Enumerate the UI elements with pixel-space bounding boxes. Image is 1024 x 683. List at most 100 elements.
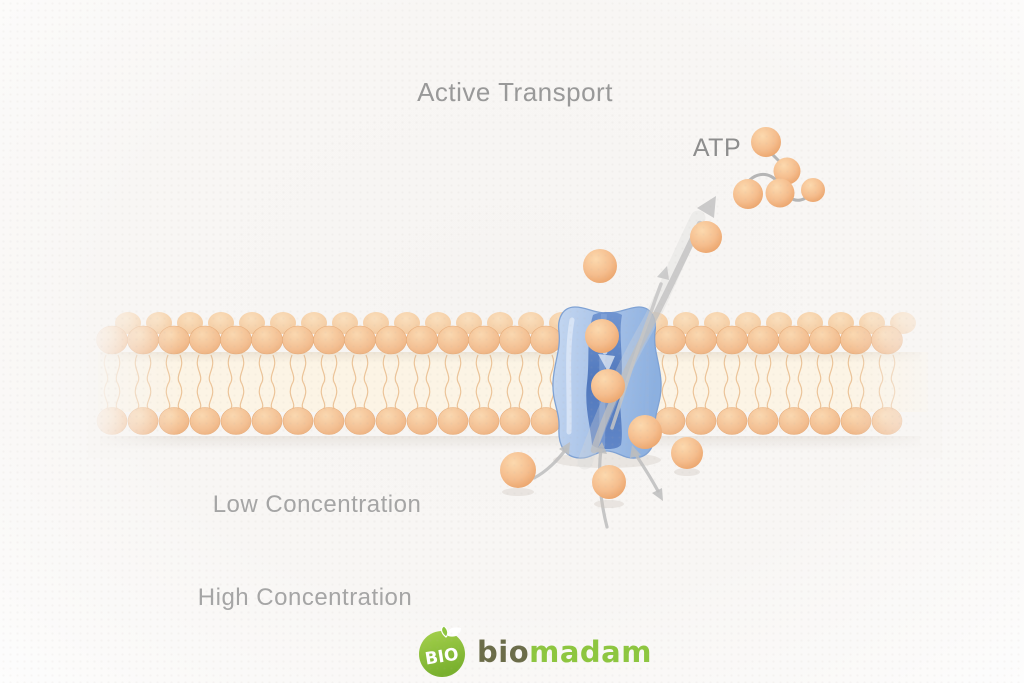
bio-badge-icon: BIO	[419, 626, 465, 677]
lipid-head	[809, 407, 841, 435]
leaf-icon	[440, 626, 449, 638]
brand-logo: BIO biomadam	[418, 626, 652, 678]
molecules	[500, 221, 722, 508]
lipid-tail	[692, 354, 710, 411]
lipid-tail	[785, 354, 803, 411]
molecule	[500, 452, 536, 488]
phospholipid-bilayer	[88, 298, 942, 458]
lipid-tail	[351, 354, 369, 411]
membrane-left-fade	[88, 298, 178, 458]
lipid-head	[313, 325, 345, 355]
atp-molecule-cluster	[733, 127, 825, 209]
lipid-head	[437, 407, 469, 435]
atp-direction-arrowhead	[697, 196, 716, 218]
membrane-bottom-shadow	[100, 436, 920, 451]
entry-arrow-center-head	[595, 442, 607, 454]
lipid-head	[499, 325, 531, 355]
lipid-tail	[258, 354, 276, 411]
lipid-head	[778, 325, 810, 355]
lipid-head	[220, 407, 252, 435]
entry-arrow-right-up-head	[630, 445, 641, 458]
lipid-tail	[320, 354, 338, 411]
lipid-tail	[289, 354, 307, 411]
lipid-head	[282, 407, 314, 435]
lipid-tail	[382, 354, 400, 411]
lipid-head	[220, 325, 252, 355]
channel-flow-arrowhead	[598, 354, 615, 372]
lipid-head	[747, 325, 779, 355]
atp-sphere	[765, 178, 795, 208]
low-concentration-label: Low Concentration	[212, 491, 422, 518]
molecule	[585, 319, 619, 353]
lipid-head	[468, 407, 500, 435]
lipid-head	[778, 407, 810, 435]
membrane-right-fade	[852, 298, 942, 458]
atp-sphere	[801, 178, 825, 202]
leaf-icon	[447, 627, 461, 637]
atp-direction-arrow	[590, 220, 704, 454]
molecule-shadow	[674, 468, 700, 476]
atp-spheres	[733, 127, 825, 209]
lipid-head	[189, 325, 221, 355]
lipid-tail	[723, 354, 741, 411]
lipid-head	[375, 407, 407, 435]
lipid-head	[530, 325, 562, 355]
molecule-shadow	[502, 488, 534, 496]
lipid-head	[282, 325, 314, 355]
lipid-head	[344, 407, 376, 435]
lipid-head	[344, 325, 376, 355]
secondary-up-arrow	[610, 282, 663, 430]
high-concentration-label: High Concentration	[197, 584, 413, 611]
lipid-tail	[444, 354, 462, 411]
molecule	[591, 369, 625, 403]
lipid-head	[716, 407, 748, 435]
arrows	[532, 196, 716, 529]
lipid-head	[189, 407, 221, 435]
atp-sphere	[751, 127, 781, 157]
molecule	[592, 465, 626, 499]
molecule	[690, 221, 722, 253]
lipid-head	[747, 407, 779, 435]
lipid-head	[406, 407, 438, 435]
brand-suffix: madam	[529, 635, 652, 669]
lipid-tail	[537, 354, 555, 411]
molecule-shadow	[594, 500, 624, 508]
lipid-head	[685, 407, 717, 435]
lipid-head	[530, 407, 562, 435]
lipid-head	[375, 325, 407, 355]
page-title: Active Transport	[417, 77, 613, 107]
lipid-tail	[475, 354, 493, 411]
lipid-head	[809, 325, 841, 355]
molecule	[583, 249, 617, 283]
lipid-tail	[196, 354, 214, 411]
brand-prefix: bio	[477, 635, 530, 669]
atp-sphere	[773, 157, 801, 185]
lipid-tail	[506, 354, 524, 411]
lipid-tail	[227, 354, 245, 411]
lipid-head	[685, 325, 717, 355]
membrane-top-shadow	[100, 352, 920, 363]
membrane-front-head-row	[96, 325, 903, 355]
entry-arrow-left-head	[559, 442, 570, 455]
lipid-head	[468, 325, 500, 355]
secondary-up-arrowhead	[657, 266, 669, 280]
molecule	[628, 415, 662, 449]
lipid-tail	[661, 354, 679, 411]
entry-arrow-right-down-head	[652, 488, 663, 501]
lipid-head	[654, 325, 686, 355]
lipid-head	[406, 325, 438, 355]
channel-left-highlight	[566, 317, 575, 435]
lipid-head	[437, 325, 469, 355]
molecule	[671, 437, 703, 469]
atp-label: ATP	[692, 134, 742, 162]
lipid-head	[251, 407, 283, 435]
brand-wordmark: biomadam	[477, 628, 652, 676]
lipid-head	[313, 407, 345, 435]
lipid-head	[251, 325, 283, 355]
lipid-tail	[754, 354, 772, 411]
lipid-tail	[816, 354, 834, 411]
lipid-head	[716, 325, 748, 355]
lipid-tail	[413, 354, 431, 411]
